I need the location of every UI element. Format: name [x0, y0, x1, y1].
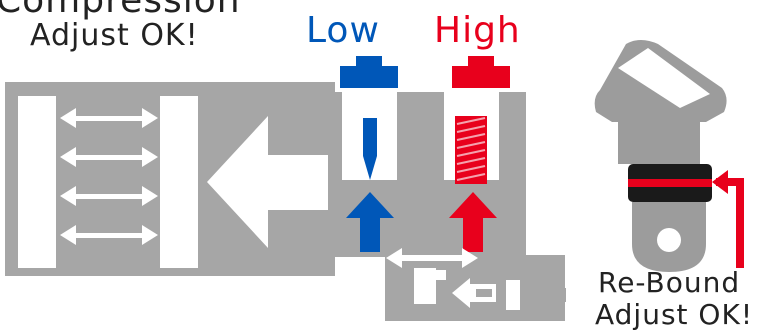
high-spring-icon	[455, 116, 487, 184]
double-arrow-icon	[60, 108, 158, 128]
high-up-arrow-icon	[449, 192, 497, 252]
rebound-assembly	[594, 40, 727, 272]
double-arrow-icon	[60, 147, 158, 167]
compression-label-line1: Compression	[0, 0, 241, 21]
compression-label-line2: Adjust OK!	[30, 18, 199, 53]
low-needle-icon	[363, 118, 377, 180]
high-knob	[452, 56, 510, 88]
return-arrow-icon	[452, 278, 520, 310]
rebound-label-line2: Adjust OK!	[595, 298, 754, 331]
rebound-red-arrow-icon	[712, 170, 744, 268]
high-label: High	[434, 10, 521, 51]
t-junction	[386, 248, 478, 304]
flow-panel	[18, 96, 198, 268]
gray-left-arrow-icon	[524, 277, 566, 313]
double-arrow-icon	[60, 186, 158, 206]
flow-double-arrows	[60, 108, 158, 245]
low-up-arrow-icon	[346, 192, 394, 252]
double-arrow-icon	[60, 225, 158, 245]
low-knob	[340, 56, 398, 88]
low-label: Low	[306, 10, 380, 51]
rebound-label-line1: Re-Bound	[598, 266, 741, 299]
big-left-arrow-icon	[207, 116, 328, 248]
